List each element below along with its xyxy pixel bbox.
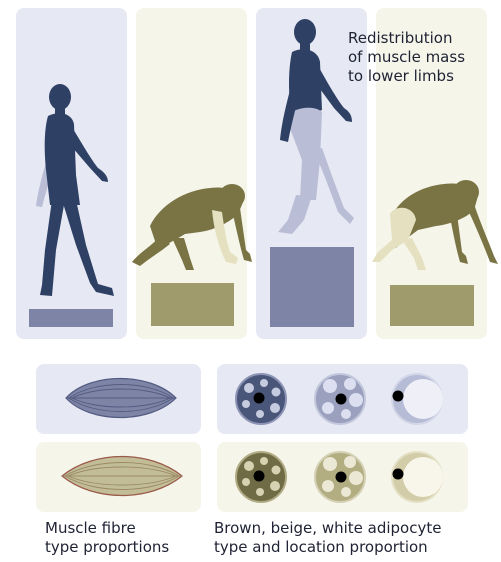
white-adipocyte-ape-icon [392,452,443,502]
beige-adipocyte-ape-icon [315,452,365,502]
human-walker-figure-2 [278,19,354,234]
bar-human-before [29,309,113,327]
brown-adipocyte-human-icon [236,374,286,424]
bar-ape-before [151,283,234,326]
caption-adipocyte-line-2: type and location proportion [214,538,441,557]
annotation-line-1: Redistribution [348,29,465,48]
caption-muscle-line-1: Muscle fibre [45,519,169,538]
muscle-fibre-human-icon [66,379,176,418]
caption-adipocyte-line-1: Brown, beige, white adipocyte [214,519,441,538]
beige-adipocyte-human-icon [315,374,365,424]
human-walker-figure-1 [36,84,114,296]
annotation-line-2: of muscle mass [348,48,465,67]
muscle-fibre-ape-icon [62,457,182,496]
ape-figure-2 [372,180,498,270]
bar-ape-after [390,285,474,326]
bar-human-after [270,247,354,327]
annotation-line-3: to lower limbs [348,67,465,86]
ape-figure-1 [132,184,252,270]
caption-adipocyte: Brown, beige, white adipocyte type and l… [214,519,441,557]
caption-muscle-line-2: type proportions [45,538,169,557]
white-adipocyte-human-icon [392,374,443,424]
annotation-muscle-redistribution: Redistribution of muscle mass to lower l… [348,29,465,86]
caption-muscle-fibre: Muscle fibre type proportions [45,519,169,557]
brown-adipocyte-ape-icon [236,452,286,502]
